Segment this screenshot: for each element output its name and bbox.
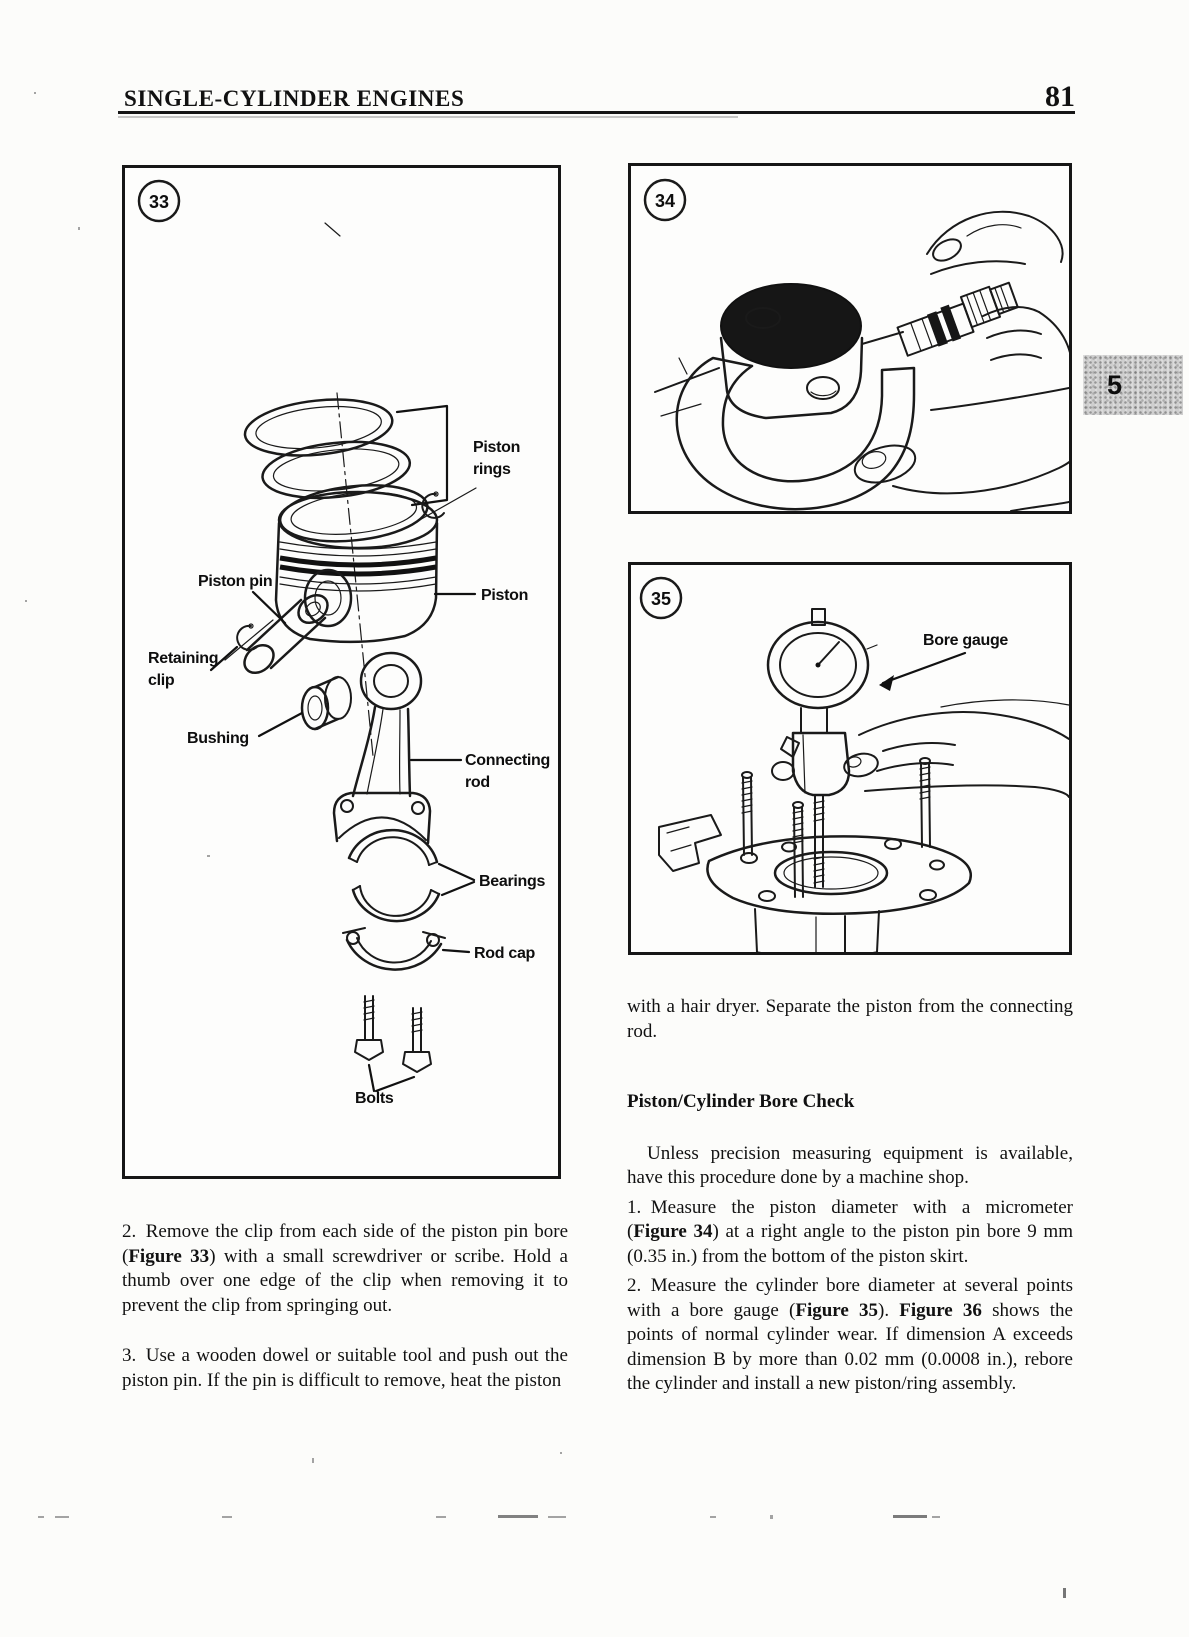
figure-35-number: 35: [651, 589, 671, 609]
section-heading: Piston/Cylinder Bore Check: [627, 1091, 855, 1112]
left-text-column: 2. Remove the clip from each side of the…: [122, 1220, 568, 1393]
scan-artifact: [932, 1516, 940, 1518]
label-piston-rings-2: rings: [473, 461, 511, 478]
chapter-tab-label: 5: [1107, 369, 1123, 400]
label-retaining-clip-1: Retaining: [148, 650, 218, 667]
label-bolts: Bolts: [355, 1090, 394, 1107]
left-step-3: 3. Use a wooden dowel or suitable tool a…: [122, 1345, 568, 1391]
left-step-2: 2. Remove the clip from each side of the…: [122, 1221, 568, 1316]
right-step-1: 1. Measure the piston diameter with a mi…: [627, 1196, 1073, 1267]
chapter-tab: 5: [1083, 355, 1183, 415]
scan-artifact: [222, 1516, 232, 1518]
figure-33-number: 33: [149, 192, 169, 212]
right-step-2: 2. Measure the cylinder bore diameter at…: [627, 1275, 1073, 1394]
label-rod-cap: Rod cap: [474, 945, 536, 962]
scan-artifact: [312, 1458, 314, 1463]
scan-artifact: [207, 855, 210, 857]
figure-35-number-circle: [639, 576, 683, 620]
dial-indicator: [766, 620, 870, 710]
figure-35-illustration: 35 Bore gauge: [639, 576, 1069, 952]
label-piston-rings-1: Piston: [473, 439, 520, 456]
scan-artifact: [436, 1516, 446, 1518]
piston-rings-bracket: [395, 404, 449, 507]
thumb: [843, 752, 879, 778]
label-retaining-clip-2: clip: [148, 672, 175, 689]
label-piston: Piston: [481, 587, 528, 604]
micrometer-frame: [675, 356, 916, 511]
piston-top: [720, 283, 862, 369]
page-title: SINGLE-CYLINDER ENGINES: [124, 86, 465, 111]
scan-artifact: [34, 92, 36, 94]
cylinder-flange: [706, 835, 972, 915]
figure-34-number: 34: [655, 191, 675, 211]
right-text-column: with a hair dryer. Separate the piston f…: [627, 995, 1073, 1397]
page-number: 81: [1045, 80, 1075, 113]
scan-artifact: [498, 1515, 538, 1518]
label-connecting-rod-2: rod: [465, 774, 490, 791]
figure-34-illustration: 34: [643, 178, 1069, 511]
continuation-paragraph: with a hair dryer. Separate the piston f…: [627, 996, 1073, 1042]
label-piston-pin: Piston pin: [198, 573, 272, 590]
figure-34-box: 34: [628, 163, 1072, 514]
scan-artifact: [78, 227, 80, 230]
scan-artifact: [710, 1516, 716, 1518]
intro-paragraph: Unless precision measuring equipment is …: [627, 1142, 1073, 1189]
label-bore-gauge: Bore gauge: [923, 632, 1008, 649]
scan-artifact: [55, 1516, 69, 1518]
scan-artifact: [25, 600, 27, 602]
label-bearings: Bearings: [479, 873, 545, 890]
label-bushing: Bushing: [187, 730, 249, 747]
figure-35-box: 35 Bore gauge: [628, 562, 1072, 955]
scan-artifact: [893, 1515, 927, 1518]
figure-34-number-circle: [643, 178, 687, 222]
figure-33-illustration: 33 Piston rings: [137, 179, 550, 1107]
figure-33-number-circle: [137, 179, 181, 223]
scan-artifact: [560, 1452, 562, 1454]
scan-artifact: [1063, 1588, 1066, 1598]
header-rule: [118, 111, 1075, 114]
scan-artifact: [770, 1515, 773, 1519]
label-connecting-rod-1: Connecting: [465, 752, 550, 769]
thumb: [853, 444, 917, 484]
figure-33-box: 33 Piston rings: [122, 165, 561, 1179]
scan-artifact: [38, 1516, 44, 1518]
scan-artifact: [548, 1516, 566, 1518]
bore-gauge-arrowhead: [879, 675, 894, 691]
header-rule-echo: [118, 116, 738, 118]
